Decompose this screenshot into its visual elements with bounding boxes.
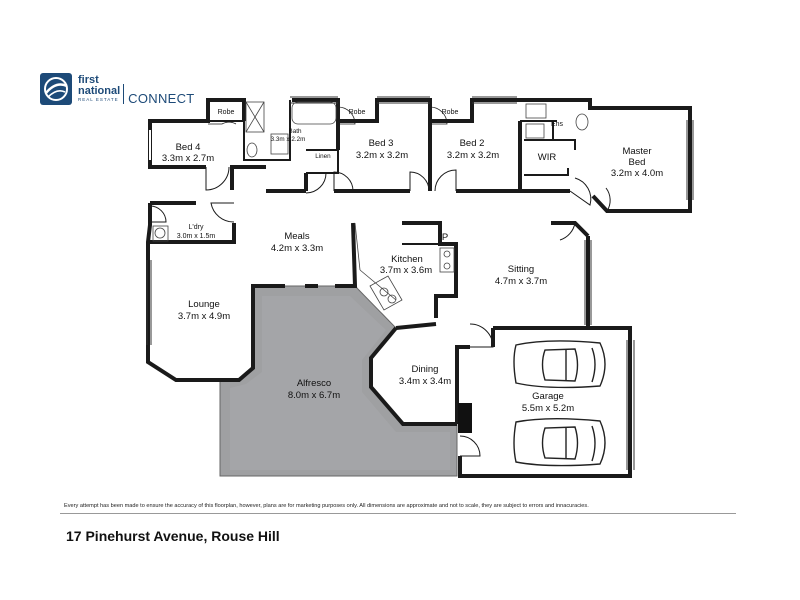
- brand-line2: national: [78, 85, 121, 98]
- inner-partitions: [208, 100, 576, 318]
- robe-bed2-label: Robe: [442, 109, 459, 116]
- robe-bed3-label: Robe: [349, 109, 366, 116]
- robe-left-label: Robe: [218, 109, 235, 116]
- master-dims: 3.2m x 4.0m: [611, 168, 663, 179]
- meals-label: Meals: [284, 231, 310, 242]
- property-address: 17 Pinehurst Avenue, Rouse Hill: [66, 528, 280, 544]
- garage-dims: 5.5m x 5.2m: [522, 403, 574, 414]
- meals-dims: 4.2m x 3.3m: [271, 243, 323, 254]
- garage-cars: [513, 340, 606, 467]
- lounge-dims: 3.7m x 4.9m: [178, 311, 230, 322]
- lounge-label: Lounge: [188, 299, 220, 310]
- bed4-dims: 3.3m x 2.7m: [162, 153, 214, 164]
- fixtures: [152, 101, 589, 311]
- disclaimer-text: Every attempt has been made to ensure th…: [64, 503, 589, 509]
- bed3-label: Bed 3: [369, 138, 394, 149]
- kitchen-label: Kitchen: [391, 254, 423, 265]
- alfresco-texture: [230, 296, 450, 470]
- bed2-dims: 3.2m x 3.2m: [447, 150, 499, 161]
- brand-emblem-icon: [40, 73, 72, 105]
- master-label-line2: Bed: [629, 157, 646, 168]
- kitchen-dims: 3.7m x 3.6m: [380, 265, 432, 276]
- sitting-dims: 4.7m x 3.7m: [495, 276, 547, 287]
- car-icon-top: [513, 340, 606, 389]
- alfresco-dims: 8.0m x 6.7m: [288, 390, 340, 401]
- pillar: [458, 403, 472, 433]
- car-icon-bottom: [513, 418, 606, 467]
- bath-label: Bath: [289, 128, 302, 135]
- pantry-label: P: [442, 232, 448, 243]
- windows: [146, 96, 694, 470]
- doors: [149, 106, 611, 457]
- brand-wordmark: first national REAL ESTATE: [78, 75, 120, 103]
- bed2-label: Bed 2: [460, 138, 485, 149]
- linen-label: Linen: [315, 153, 331, 160]
- master-label-line1: Master: [622, 146, 651, 157]
- brand-divider: [123, 84, 125, 104]
- bed4-label: Bed 4: [176, 142, 201, 153]
- laundry-label: L'dry: [189, 224, 204, 231]
- alfresco-label: Alfresco: [297, 378, 331, 389]
- garage-label: Garage: [532, 391, 564, 402]
- brand-line1: first: [78, 74, 99, 87]
- sitting-label: Sitting: [508, 264, 534, 275]
- brand-logo: first national REAL ESTATE CONNECT: [40, 72, 195, 106]
- bed3-dims: 3.2m x 3.2m: [356, 150, 408, 161]
- laundry-dims: 3.0m x 1.5m: [177, 233, 216, 240]
- footer-divider: [60, 513, 736, 514]
- bath-dims: 3.3m x 2.2m: [271, 136, 306, 143]
- dining-dims: 3.4m x 3.4m: [399, 376, 451, 387]
- wir-label: WIR: [538, 152, 557, 163]
- dining-label: Dining: [412, 364, 439, 375]
- room-labels: Robe Bath 3.3m x 2.2m Robe Robe Ens Bed …: [162, 109, 663, 414]
- brand-connect: CONNECT: [128, 91, 195, 106]
- ens-label: Ens: [551, 121, 564, 128]
- brand-sub: REAL ESTATE: [78, 97, 119, 103]
